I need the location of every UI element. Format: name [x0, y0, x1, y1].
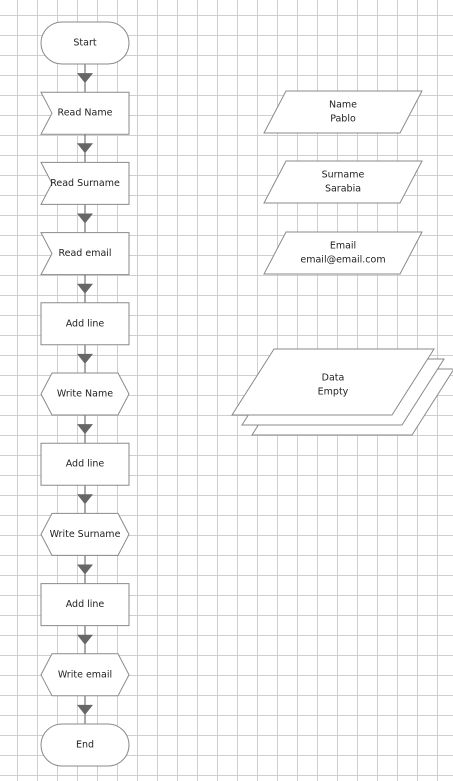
- node-write-surname[interactable]: Write Surname: [40, 512, 130, 556]
- node-label-line: Surname: [322, 170, 365, 181]
- connector-arrow: [77, 695, 93, 724]
- node-end[interactable]: End: [40, 723, 130, 767]
- node-label-line: Add line: [66, 599, 105, 610]
- node-label-line: End: [76, 740, 94, 751]
- node-label-line: Read Name: [58, 108, 113, 119]
- node-label-line: email@email.com: [300, 255, 385, 266]
- node-start[interactable]: Start: [40, 21, 130, 65]
- node-label-line: Write Name: [57, 389, 113, 400]
- connector-arrow: [77, 415, 93, 444]
- node-add-line-3[interactable]: Add line: [40, 583, 130, 627]
- connectors: [77, 64, 93, 724]
- node-label-line: Pablo: [330, 114, 356, 125]
- connector-arrow: [77, 134, 93, 163]
- node-label-line: Name: [329, 100, 357, 111]
- node-add-line-2[interactable]: Add line: [40, 442, 130, 486]
- connector-arrow: [77, 555, 93, 584]
- node-label-line: Email: [330, 241, 356, 252]
- node-read-email[interactable]: Read email: [40, 232, 130, 276]
- node-label-line: Add line: [66, 318, 105, 329]
- node-add-line-1[interactable]: Add line: [40, 302, 130, 346]
- node-read-name[interactable]: Read Name: [40, 91, 130, 135]
- connector-arrow: [77, 64, 93, 93]
- connector-arrow: [77, 485, 93, 514]
- node-read-surname[interactable]: Read Surname: [40, 161, 130, 205]
- node-label-line: Start: [73, 38, 96, 49]
- node-write-email[interactable]: Write email: [40, 653, 130, 697]
- node-label-line: Read Surname: [50, 178, 120, 189]
- node-label-line: Write Surname: [50, 529, 121, 540]
- node-label-line: Add line: [66, 459, 105, 470]
- connector-arrow: [77, 204, 93, 233]
- connector-arrow: [77, 625, 93, 654]
- connector-arrow: [77, 274, 93, 303]
- node-var-email[interactable]: Email email@email.com: [263, 231, 423, 275]
- node-label-line: Read email: [58, 248, 111, 259]
- node-label-line: Empty: [318, 387, 349, 398]
- node-label-line: Data: [322, 373, 345, 384]
- node-label-line: Write email: [58, 669, 112, 680]
- node-label-line: Sarabia: [325, 184, 361, 195]
- node-write-name[interactable]: Write Name: [40, 372, 130, 416]
- connector-arrow: [77, 344, 93, 373]
